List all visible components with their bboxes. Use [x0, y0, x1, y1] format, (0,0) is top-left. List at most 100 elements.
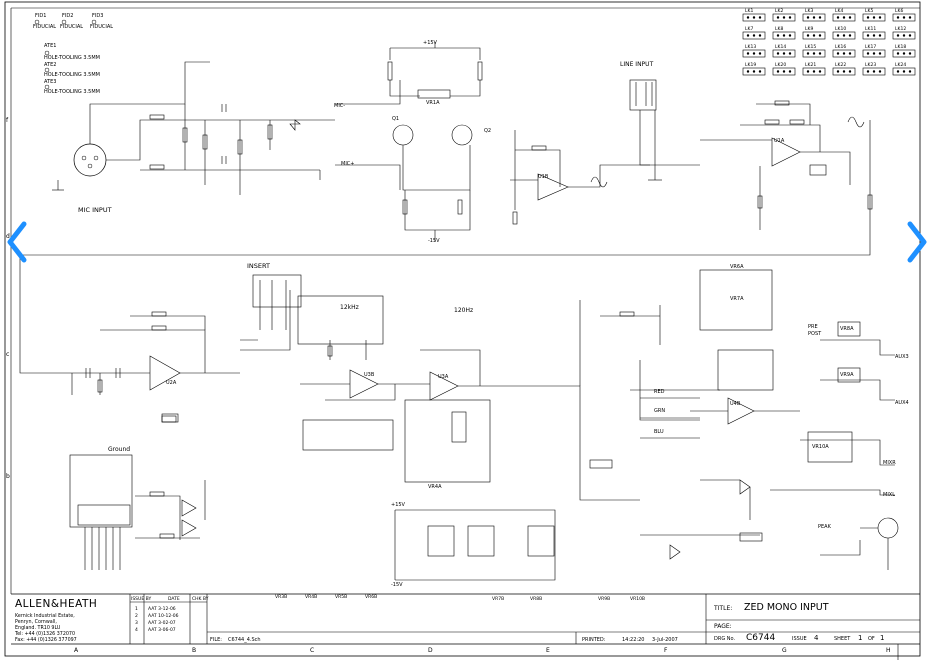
svg-text:U4B: U4B [730, 401, 741, 407]
u1b-amp: U1B [510, 130, 650, 225]
jumper-pin [842, 34, 846, 37]
chevron-left-icon [7, 221, 27, 263]
jumper-pin [836, 52, 840, 55]
svg-text:FIDUCIAL: FIDUCIAL [33, 24, 56, 30]
jumper-label: LK18 [895, 44, 906, 50]
jumper-link [742, 67, 766, 76]
svg-text:DRG No.: DRG No. [714, 636, 735, 642]
jumper-label: LK17 [865, 44, 876, 50]
jumper-link [802, 49, 826, 58]
title-block [129, 594, 920, 660]
jumper-pin [872, 52, 876, 55]
jumper-pin [752, 16, 756, 19]
jumper-pin [746, 34, 750, 37]
drawing-number: C6744 [746, 633, 775, 643]
routing-section: RED GRN BLU U4B VR6A VR7A [560, 264, 800, 501]
jumper-pin [872, 70, 876, 73]
svg-text:U2A: U2A [166, 380, 177, 386]
jumper-label: LK19 [745, 62, 756, 68]
line-input-jack: LINE INPUT [620, 61, 700, 181]
jumper-label: LK6 [895, 8, 903, 14]
jumper-pin [848, 70, 852, 73]
svg-text:H: H [886, 647, 891, 654]
jumper-link [862, 13, 886, 22]
ground-connector: Ground [69, 446, 206, 570]
jumper-label: LK23 [865, 62, 876, 68]
svg-text:3-Jul-2007: 3-Jul-2007 [652, 637, 678, 643]
svg-text:VR10B: VR10B [630, 596, 645, 602]
svg-text:FIDUCIAL: FIDUCIAL [60, 24, 83, 30]
svg-text:FID1: FID1 [35, 13, 46, 19]
svg-text:SHEET: SHEET [834, 636, 851, 642]
jumper-pin [842, 52, 846, 55]
jumper-pin [788, 52, 792, 55]
svg-text:C: C [310, 647, 314, 654]
insert-jack: INSERT [240, 262, 302, 351]
jumper-label: LK5 [865, 8, 873, 14]
svg-text:VR5B: VR5B [335, 594, 347, 600]
jumper-link [742, 13, 766, 22]
jumper-pin [782, 34, 786, 37]
jumper-pin [836, 34, 840, 37]
svg-text:VR9A: VR9A [840, 372, 854, 378]
svg-text:U1B: U1B [538, 174, 549, 180]
jumper-pin [872, 16, 876, 19]
svg-text:ATE3: ATE3 [44, 79, 56, 85]
jumper-link [802, 67, 826, 76]
svg-text:PAGE:: PAGE: [714, 623, 732, 630]
jumper-pin [908, 70, 912, 73]
svg-text:AAT 10-12-06: AAT 10-12-06 [148, 613, 179, 619]
svg-text:ATE1: ATE1 [44, 43, 56, 49]
svg-text:VR10A: VR10A [812, 444, 829, 450]
svg-text:OF: OF [868, 636, 875, 642]
jumper-link [892, 13, 916, 22]
jumper-label: LK10 [835, 26, 846, 32]
jumper-pin [866, 16, 870, 19]
svg-text:FIDUCIAL: FIDUCIAL [90, 24, 113, 30]
svg-text:POST: POST [808, 331, 822, 337]
jumper-pin [896, 70, 900, 73]
jumper-pin [776, 16, 780, 19]
mic-input-label: MIC INPUT [78, 206, 112, 214]
svg-text:C6744_4.Sch: C6744_4.Sch [228, 637, 261, 643]
svg-text:AAT 3-12-06: AAT 3-12-06 [148, 606, 176, 612]
u1a-amp: U1A [19, 100, 873, 340]
jumper-pin [758, 34, 762, 37]
output-section: PRE POST AUX3 AUX4 MIXR MIXL VR8A VR9A V… [770, 321, 909, 498]
svg-text:Fax: +44 (0)1326 377097: Fax: +44 (0)1326 377097 [15, 637, 77, 643]
previous-page-button[interactable] [2, 212, 32, 272]
svg-text:12kHz: 12kHz [340, 304, 359, 311]
jumper-pin [752, 52, 756, 55]
svg-text:VR7A: VR7A [730, 296, 744, 302]
jumper-pin [848, 34, 852, 37]
jumper-label: LK13 [745, 44, 756, 50]
jumper-label: LK16 [835, 44, 846, 50]
jumper-label: LK14 [775, 44, 786, 50]
jumper-link [832, 49, 856, 58]
jumper-link [772, 31, 796, 40]
svg-text:HOLE-TOOLING 3.5MM: HOLE-TOOLING 3.5MM [44, 55, 100, 61]
jumper-pin [878, 16, 882, 19]
jumper-label: LK12 [895, 26, 906, 32]
svg-text:d: d [6, 233, 10, 240]
jumper-label: LK3 [805, 8, 813, 14]
jumper-pin [902, 34, 906, 37]
jumper-pin [866, 34, 870, 37]
jumper-pin [878, 70, 882, 73]
jumper-pin [848, 16, 852, 19]
jumper-link [772, 49, 796, 58]
next-page-button[interactable] [902, 212, 932, 272]
svg-text:VR7B: VR7B [492, 596, 504, 602]
bottom-pot-labels: VR3B VR4B VR5B VR6B VR7B VR8B VR9B VR10B [275, 594, 645, 602]
mic-preamp: MIC- MIC+ [89, 61, 401, 195]
svg-text:1: 1 [880, 634, 884, 642]
jumper-label: LK9 [805, 26, 813, 32]
svg-text:VR6A: VR6A [730, 264, 744, 270]
svg-text:ATE2: ATE2 [44, 62, 56, 68]
svg-text:VR6B: VR6B [365, 594, 377, 600]
svg-text:VR3B: VR3B [275, 594, 287, 600]
svg-text:Ground: Ground [108, 446, 130, 453]
svg-text:Q1: Q1 [392, 116, 399, 122]
jumper-link [832, 13, 856, 22]
